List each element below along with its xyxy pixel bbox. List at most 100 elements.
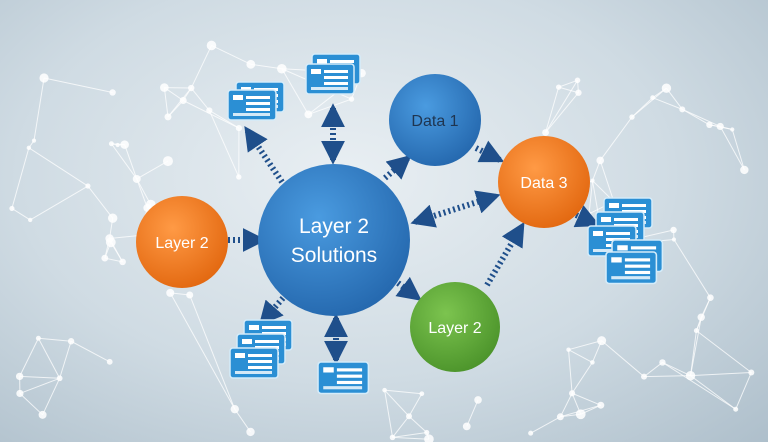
- network-link: [530, 416, 561, 434]
- network-dot: [568, 390, 576, 397]
- network-dot: [716, 122, 724, 131]
- network-link: [308, 98, 352, 115]
- network-dot: [188, 84, 195, 92]
- arrow-center-to-data1: [383, 154, 412, 181]
- network-link: [558, 86, 579, 94]
- network-link: [190, 87, 210, 111]
- network-link: [19, 377, 60, 394]
- network-dot: [246, 427, 255, 437]
- network-link: [571, 362, 593, 394]
- network-dot: [15, 372, 24, 381]
- network-dot: [462, 422, 471, 431]
- network-link: [136, 178, 148, 209]
- network-link: [109, 234, 141, 239]
- network-link: [111, 143, 138, 180]
- network-link: [19, 375, 60, 379]
- network-link: [392, 436, 429, 440]
- network-dot: [160, 83, 169, 92]
- node-center-label-line1: Layer 2: [299, 215, 369, 238]
- network-dot: [528, 430, 534, 436]
- network-dot: [179, 97, 187, 105]
- network-link: [568, 349, 573, 394]
- network-dot: [382, 387, 387, 393]
- network-link: [70, 340, 110, 363]
- network-dot: [277, 63, 287, 74]
- network-link: [211, 45, 252, 65]
- network-link: [29, 185, 89, 221]
- document-stack-top-left: [227, 81, 285, 121]
- network-dot: [424, 434, 434, 442]
- network-link: [408, 415, 428, 433]
- network-link: [392, 431, 427, 438]
- arrow-data1-to-data3: [474, 140, 505, 163]
- network-dot: [566, 347, 571, 352]
- network-dot: [26, 145, 32, 151]
- network-link: [673, 239, 711, 298]
- network-link: [719, 126, 745, 171]
- node-data3: Data 3: [498, 136, 590, 228]
- network-link: [662, 362, 736, 410]
- network-link: [571, 392, 602, 406]
- network-link: [11, 147, 30, 209]
- network-dot: [236, 174, 242, 180]
- network-link: [384, 389, 422, 395]
- connection-arrows: [228, 103, 601, 365]
- network-dot: [707, 294, 714, 301]
- network-link: [735, 372, 752, 410]
- network-dot: [389, 434, 396, 441]
- network-link: [163, 87, 169, 117]
- network-dot: [661, 83, 672, 93]
- document-stack-icon: [317, 361, 370, 395]
- network-link: [466, 399, 479, 427]
- network-dot: [574, 77, 581, 84]
- arrow-data3-to-docs-right: [573, 205, 601, 228]
- network-dot: [670, 226, 677, 234]
- node-center-label-line2: Solutions: [291, 244, 377, 267]
- network-link: [545, 92, 579, 133]
- network-link: [38, 337, 72, 342]
- network-link: [601, 340, 645, 377]
- network-link: [28, 147, 89, 187]
- network-dot: [235, 124, 243, 132]
- network-dot: [9, 205, 15, 212]
- network-link: [384, 390, 394, 438]
- network-link: [169, 292, 236, 410]
- network-dot: [164, 113, 172, 121]
- network-dot: [206, 107, 213, 114]
- network-dot: [38, 410, 47, 419]
- network-link: [19, 393, 43, 416]
- network-dot: [206, 40, 217, 51]
- network-link: [631, 97, 653, 118]
- network-dot: [31, 138, 37, 143]
- network-link: [250, 63, 282, 70]
- network-link: [208, 110, 240, 178]
- network-dot: [697, 313, 705, 321]
- network-mesh-icon: [9, 40, 755, 442]
- network-link: [392, 415, 410, 438]
- node-layer2-left: Layer 2: [136, 196, 228, 288]
- network-dot: [555, 84, 562, 90]
- network-dot: [162, 156, 173, 167]
- network-dot: [597, 401, 605, 409]
- network-link: [568, 349, 593, 363]
- network-dot: [474, 396, 482, 404]
- network-dot: [542, 129, 549, 136]
- document-stack-right: [587, 197, 664, 285]
- network-link: [19, 338, 39, 377]
- network-dot: [733, 406, 739, 412]
- node-data1-label: Data 1: [411, 113, 458, 130]
- network-link: [167, 87, 192, 118]
- network-link: [690, 317, 702, 376]
- network-link: [652, 97, 683, 110]
- network-dot: [115, 142, 120, 148]
- network-link: [11, 207, 31, 221]
- network-dot: [424, 429, 430, 436]
- network-dot: [16, 389, 24, 398]
- network-dot: [85, 183, 91, 189]
- network-dot: [706, 121, 713, 129]
- network-dot: [186, 291, 194, 299]
- network-dot: [101, 254, 109, 262]
- arrow-center-data3: [410, 190, 501, 228]
- network-link: [190, 45, 212, 89]
